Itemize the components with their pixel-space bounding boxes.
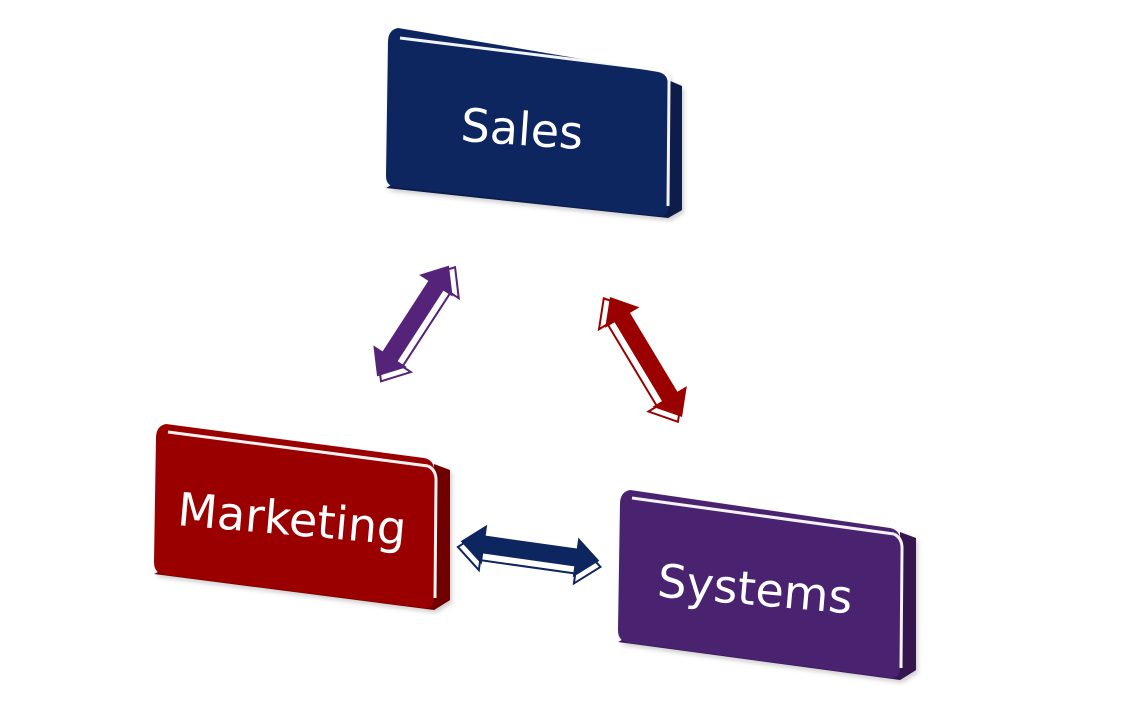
node-sales: Sales — [386, 28, 682, 218]
edge-marketing-systems-arrow — [460, 524, 600, 578]
node-marketing: Marketing — [154, 424, 450, 610]
node-sales-label: Sales — [459, 98, 585, 160]
node-sales-face — [386, 28, 668, 217]
node-sales-depth — [668, 80, 682, 218]
node-systems-depth — [900, 532, 916, 680]
edge-marketing-systems — [456, 524, 603, 586]
edge-sales-systems — [597, 296, 687, 424]
node-systems: Systems — [618, 490, 916, 680]
edge-sales-systems-arrow — [605, 296, 687, 418]
edge-sales-marketing — [373, 265, 461, 383]
node-systems-face — [618, 490, 900, 679]
node-marketing-depth — [434, 464, 450, 610]
edge-sales-marketing-arrow — [373, 265, 453, 377]
node-marketing-face — [154, 424, 434, 609]
